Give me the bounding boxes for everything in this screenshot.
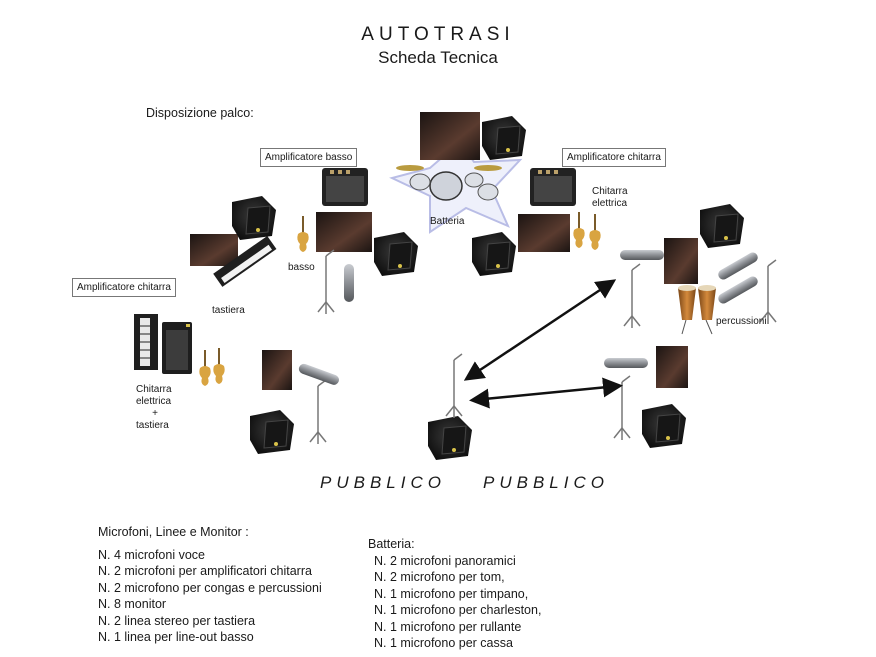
guitar-amp-left-icon: [162, 322, 192, 374]
list-item: N. 2 microfoni per amplificatori chitarr…: [98, 564, 312, 578]
monitor-keys-icon: [231, 195, 277, 241]
microphones-section: Microfoni, Linee e Monitor : N. 4 microf…: [98, 524, 322, 646]
guitar-right-1-icon: [573, 212, 585, 248]
microphones-heading: Microfoni, Linee e Monitor :: [98, 525, 249, 539]
list-item: N. 2 linea stereo per tastiera: [98, 613, 256, 628]
mic-vocal-left-icon: [298, 363, 339, 385]
percussionist-photo: [664, 238, 698, 284]
mic-vocal-right-bottom-icon: [604, 358, 648, 368]
drums-heading: Batteria:: [368, 537, 415, 551]
list-item: N. 1 microfono per cassa: [374, 636, 513, 650]
mic-stand-left-icon: [309, 379, 327, 445]
guitarist-photo: [518, 214, 570, 252]
bass-amp-icon: [322, 168, 368, 206]
audience-right-label: PUBBLICO: [483, 473, 609, 492]
stage-section-label: Disposizione palco:: [146, 106, 254, 120]
list-item: N. 2 microfono per congas e percussioni: [98, 580, 322, 595]
monitor-center-icon: [427, 415, 473, 461]
bass-guitar-icon: [297, 216, 309, 252]
bass-label: basso: [288, 262, 315, 273]
list-item: N. 4 microfoni voce: [98, 547, 205, 562]
mic-vocal-right-top-icon: [620, 250, 664, 260]
guitar-keyboard-left-label: Chitarra elettrica + tastiera: [136, 384, 172, 431]
mic-conga-1-icon: [718, 252, 758, 280]
list-item: N. 2 microfono per tom,: [374, 570, 505, 584]
page-title: AUTOTRASI: [361, 24, 515, 45]
guitar-right-2-icon: [589, 214, 601, 250]
keyboard-left-icon: [134, 314, 158, 370]
list-item: N. 1 microfono per charleston,: [374, 603, 542, 617]
monitor-left-icon: [249, 409, 295, 455]
monitor-guitar-icon: [471, 231, 517, 277]
audience-left-label: PUBBLICO: [320, 473, 446, 492]
singer-left-photo: [262, 350, 292, 390]
mic-stand-congas-icon: [759, 259, 777, 325]
arrow-line-1: [463, 279, 617, 381]
list-item: N. 8 monitor: [98, 597, 167, 611]
mic-stand-percussion-icon: [623, 263, 641, 329]
amp-bass-label: Amplificatore basso: [260, 148, 358, 167]
drums-label: Batteria: [430, 216, 465, 227]
keyboardist-photo: [190, 234, 238, 266]
singer-right-photo: [656, 346, 688, 388]
drums-section: Batteria: N. 2 microfoni panoramici N. 2…: [368, 536, 541, 652]
mic-bass-icon: [344, 264, 354, 302]
mic-stand-center-icon: [445, 353, 463, 419]
drummer-photo: [420, 112, 480, 160]
list-item: N. 1 microfono per rullante: [374, 619, 522, 634]
page-subtitle: Scheda Tecnica: [378, 48, 498, 67]
arrow-line-2: [469, 377, 623, 409]
congas-icon: [678, 285, 716, 335]
mic-conga-2-icon: [718, 276, 758, 304]
monitor-right-icon: [641, 403, 687, 449]
list-item: N. 2 microfoni panoramici: [374, 553, 516, 568]
monitor-bass-icon: [373, 231, 419, 277]
list-item: N. 1 microfono per timpano,: [374, 586, 529, 601]
guitar-left-1-icon: [199, 350, 211, 386]
bassist-photo: [316, 212, 372, 252]
monitor-percussion-icon: [699, 203, 745, 249]
keyboard-icon: [213, 235, 277, 287]
mic-stand-bass-icon: [317, 249, 335, 315]
guitar-amp-right-icon: [530, 168, 576, 206]
electric-guitar-right-label: Chitarra elettrica: [592, 186, 628, 209]
list-item: N. 1 linea per line-out basso: [98, 630, 254, 644]
amp-guitar-left-label: Amplificatore chitarra: [72, 278, 176, 297]
keyboard-label: tastiera: [212, 305, 245, 316]
percussion-label: percussioni: [716, 316, 767, 327]
amp-guitar-right-label: Amplificatore chitarra: [562, 148, 666, 167]
drum-kit-icon: [389, 140, 523, 234]
guitar-left-2-icon: [213, 348, 225, 384]
monitor-drums-icon: [481, 115, 527, 161]
